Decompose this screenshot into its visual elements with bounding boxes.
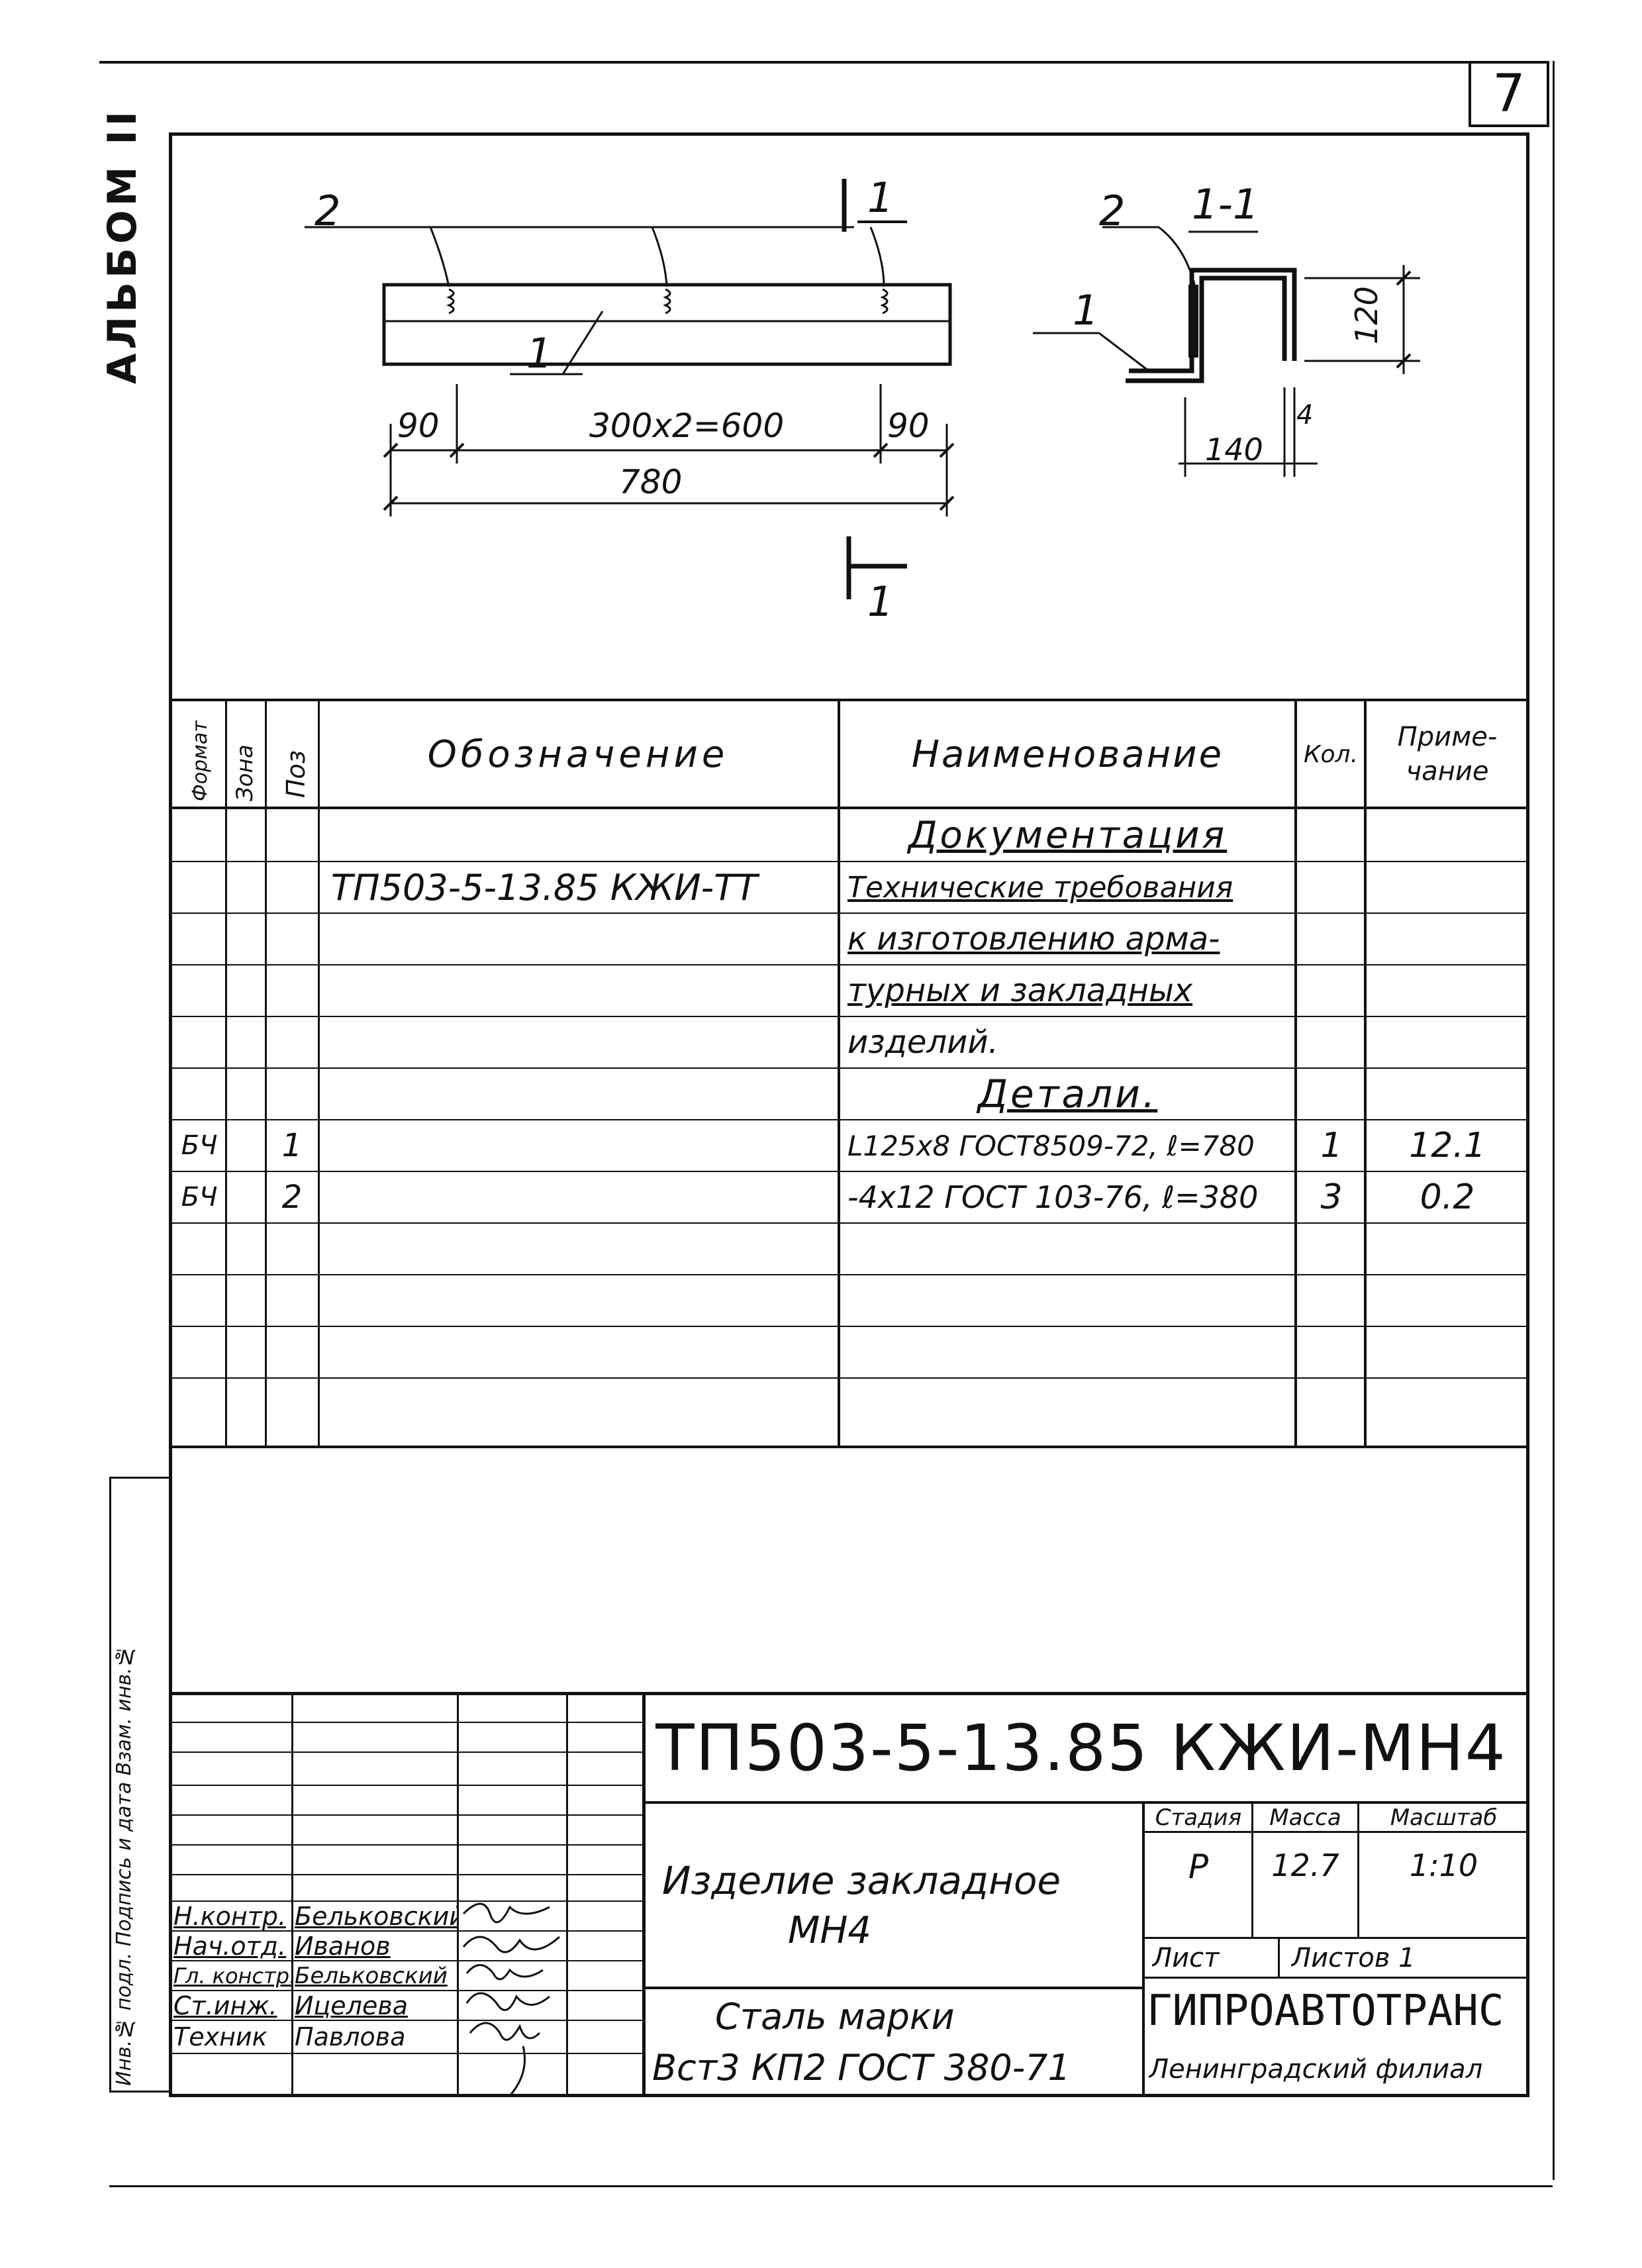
sheets-label: Листов 1 [1291,1942,1416,1973]
doc-code: ТП503-5-13.85 КЖИ-МН4 [655,1711,1507,1785]
doc-name-line-4: изделий. [847,1024,998,1061]
embedded-part-drawing: 2 1 1 1 90 300x2=600 90 780 2 1 1-1 120 … [305,173,1420,626]
mass-value: 12.7 [1271,1848,1339,1883]
spec-bottom [171,1446,1528,1448]
row-2-name: -4x12 ГОСТ 103-76, ℓ=380 [847,1179,1259,1215]
callout-1-label: 1 [526,329,552,377]
section-mark-bottom: 1 [867,577,893,626]
spec-col-designation [838,699,840,1447]
sheet-label: Лист [1152,1942,1220,1973]
material-line-1: Сталь марки [715,1995,955,2038]
dim-left: 90 [397,407,440,445]
signatures [462,1902,560,2096]
organization: ГИПРОАВТОТРАНС [1147,1987,1504,2036]
person-role-3: Гл. констр. [173,1963,291,1989]
spec-col-format [225,699,227,1447]
mass-label: Масса [1269,1804,1341,1831]
callout-2-label: 2 [314,187,340,235]
footer-line [109,2185,1553,2187]
side-stamp-box [109,1477,170,2093]
page-number: 7 [1492,64,1525,124]
spec-col-zone [265,699,267,1447]
side-stamp-text: Инв.№ подл. Подпись и дата Взам. инв.№ [113,1644,136,2086]
section-details: Детали. [977,1071,1158,1116]
row-2-note: 0.2 [1420,1177,1475,1217]
spec-header-bottom [171,807,1528,809]
stage-label: Стадия [1155,1804,1242,1831]
spec-top [171,699,1528,701]
doc-name-line-2: к изготовлению арма- [847,920,1220,958]
outer-right-line [1553,61,1555,2180]
person-role-1: Н.контр. [173,1902,287,1930]
frame-bottom [169,2094,1529,2097]
row-1-note: 12.1 [1409,1126,1486,1165]
frame-top-line [99,61,1549,64]
person-name-4: Ицелева [295,1992,409,2020]
person-role-5: Техник [173,2022,267,2051]
header-zone: Зона [232,744,258,801]
dim-middle: 300x2=600 [589,407,784,445]
person-name-1: Бельковский [295,1902,457,1930]
scale-value: 1:10 [1409,1848,1478,1883]
person-name-2: Иванов [295,1932,391,1960]
spec-col-name [1294,699,1297,1447]
person-name-5: Павлова [295,2022,406,2051]
doc-name-line-1: Технические требования [847,870,1233,905]
spec-col-pos [318,699,320,1447]
header-format: Формат [189,720,212,801]
row-1-qty: 1 [1320,1126,1343,1165]
frame-right [1526,132,1529,2096]
person-role-4: Ст.инж. [173,1992,277,2020]
scale-label: Масштаб [1390,1804,1498,1831]
dim-width: 140 [1205,432,1263,468]
section-callout-1: 1 [1073,286,1098,334]
dim-thickness: 4 [1296,400,1313,430]
dim-total: 780 [619,463,682,501]
item-mark: МН4 [788,1908,872,1952]
header-name: Наименование [911,732,1224,776]
section-title: 1-1 [1192,180,1259,228]
dim-right: 90 [887,407,930,445]
row-2-qty: 3 [1320,1177,1343,1217]
section-documentation: Документация [908,813,1228,857]
row-1-name: L125x8 ГОСТ8509-72, ℓ=780 [847,1129,1255,1162]
material-line-2: Вст3 КП2 ГОСТ 380-71 [652,2047,1071,2089]
doc-name-line-3: турных и закладных [847,972,1193,1009]
page-number-box: 7 [1469,61,1549,127]
section-mark-top: 1 [867,173,893,222]
row-1-format: БЧ [181,1130,218,1161]
header-note: Приме-чание [1397,722,1498,787]
doc-designation: ТП503-5-13.85 КЖИ-ТТ [331,866,758,909]
branch: Ленинградский филиал [1149,2054,1483,2085]
person-role-2: Нач.отд. [173,1932,287,1960]
item-name: Изделие закладное [662,1858,1061,1903]
header-pos: Поз [281,750,311,798]
dim-height: 120 [1349,286,1384,344]
section-callout-2: 2 [1099,187,1125,235]
row-2-pos: 2 [281,1179,303,1216]
header-qty: Кол. [1303,740,1359,768]
row-2-format: БЧ [181,1182,218,1212]
stage-value: Р [1188,1848,1209,1886]
frame-left [169,132,172,2096]
row-1-pos: 1 [281,1127,303,1164]
spec-col-qty [1364,699,1367,1447]
header-designation: Обозначение [427,732,729,776]
anchor-strips [446,288,889,315]
frame-inner-top [169,132,1529,136]
person-name-3: Бельковский [295,1963,448,1989]
